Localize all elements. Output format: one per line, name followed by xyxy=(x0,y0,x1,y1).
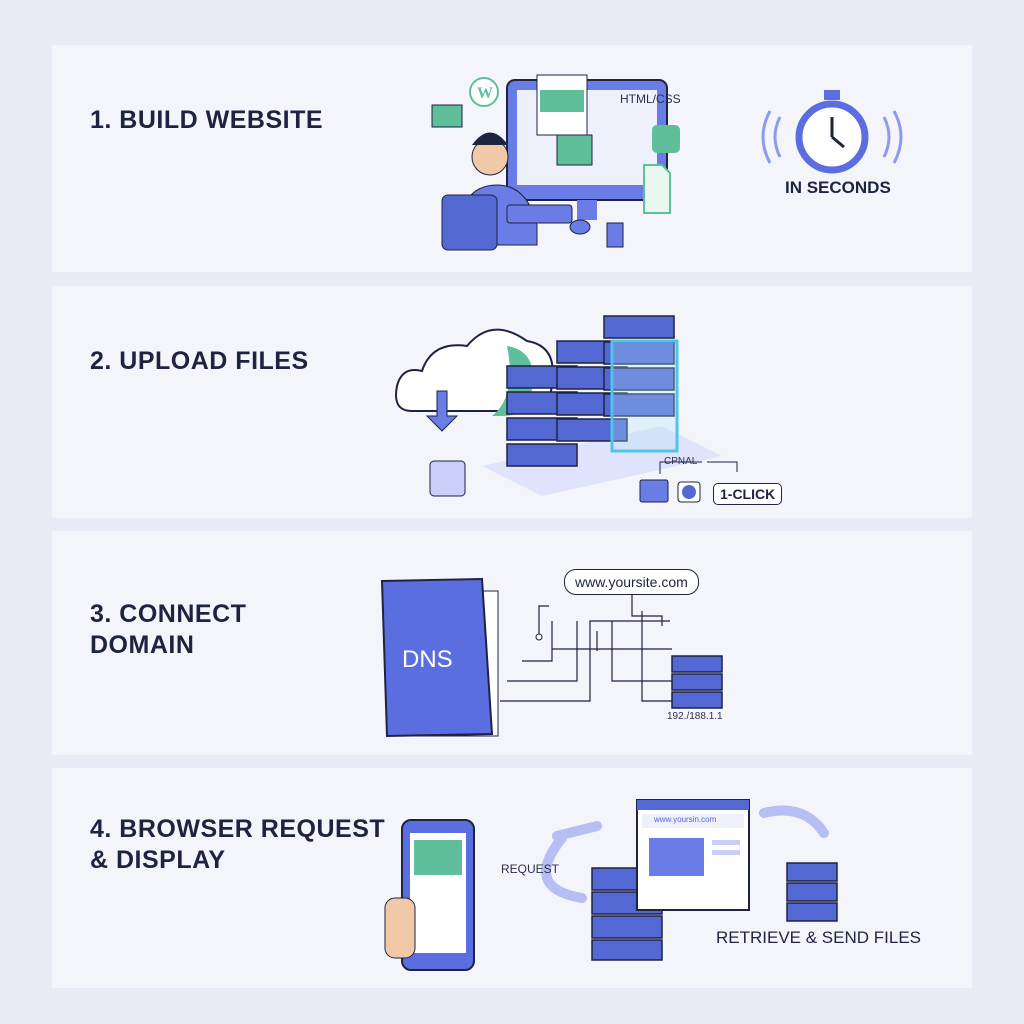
request-arrow-icon xyxy=(541,821,602,903)
html-css-label: HTML/CSS xyxy=(620,92,681,106)
monitor-icon xyxy=(506,74,668,220)
step-title: 1. BUILD WEBSITE xyxy=(90,106,324,134)
step-browser-request: 4. BROWSER REQUEST & DISPLAY REQUEST www… xyxy=(52,768,972,988)
svg-text:W: W xyxy=(477,85,493,102)
person-icon xyxy=(441,132,538,251)
glass-panel xyxy=(610,339,679,453)
dns-label: DNS xyxy=(402,646,453,673)
request-label: REQUEST xyxy=(501,862,560,876)
hosting-illustration xyxy=(395,315,738,503)
finger-icon xyxy=(384,897,416,959)
hand-device-icon xyxy=(429,460,466,497)
domain-url-bubble: www.yoursite.com xyxy=(564,569,699,595)
file-icon xyxy=(643,164,671,214)
ip-address-label: 192./188.1.1 xyxy=(667,711,723,722)
keyboard-icon xyxy=(506,204,573,224)
dns-book-icon xyxy=(380,577,499,738)
step-connect-domain: 3. CONNECT DOMAIN DNS www.yoursite.com 1… xyxy=(52,531,972,755)
gear-icon xyxy=(652,125,680,153)
developer-illustration: W xyxy=(431,74,903,251)
retrieve-send-files-label: RETRIEVE & SEND FILES xyxy=(716,928,921,947)
server-icon xyxy=(671,655,723,709)
in-seconds-label: IN SECONDS xyxy=(785,178,891,197)
step-build-website: 1. BUILD WEBSITE W xyxy=(52,45,972,272)
dns-illustration xyxy=(380,577,723,738)
wordpress-icon xyxy=(469,77,499,107)
cpanel-icon xyxy=(639,479,669,503)
step-title: 3. CONNECT DOMAIN xyxy=(90,600,247,659)
browser-window-icon xyxy=(636,799,750,911)
cpanel-label: CPNAL xyxy=(664,456,698,467)
send-arrow-icon xyxy=(759,805,829,838)
step-upload-files: 2. UPLOAD FILES CPNAL 1-CLICK xyxy=(52,286,972,518)
browser-url-bar[interactable]: www.yoursin.com xyxy=(654,815,717,824)
stopwatch-icon xyxy=(761,90,903,174)
server-rack-icon xyxy=(506,315,675,467)
download-arrow-icon xyxy=(425,390,459,432)
phone-icon xyxy=(384,819,475,971)
one-click-button[interactable]: 1-CLICK xyxy=(713,483,783,505)
step-title: 4. BROWSER REQUEST & DISPLAY xyxy=(90,815,386,874)
step-title: 2. UPLOAD FILES xyxy=(90,347,309,375)
mouse-icon xyxy=(569,219,591,235)
browser-illustration xyxy=(384,799,838,971)
laptop-icon xyxy=(431,104,463,128)
pen-cup-icon xyxy=(606,222,624,248)
